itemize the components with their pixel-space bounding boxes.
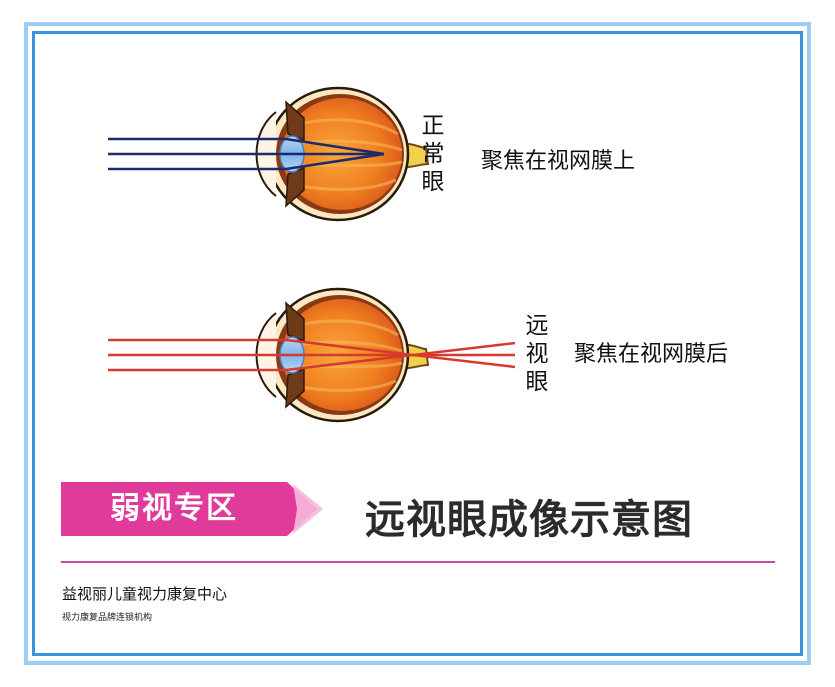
farsighted-eye-rays (108, 338, 516, 372)
farsighted-eye-figure (108, 287, 516, 423)
inner-frame (32, 31, 803, 656)
eye-diagram: 正常眼 聚焦在视网膜上 远视眼 聚焦在视网膜后 (108, 86, 729, 423)
normal-ray-bottom-inside (285, 152, 385, 171)
far-ray-bottom-inside (285, 341, 516, 372)
normal-ray-top-inside (285, 137, 385, 156)
banner-shape (61, 482, 323, 536)
far-ray-top-inside (285, 338, 516, 369)
normal-eye-label: 正常眼 (421, 113, 445, 195)
normal-eye-description: 聚焦在视网膜上 (481, 149, 636, 174)
section-banner: 弱视专区 (61, 482, 323, 536)
page-title: 远视眼成像示意图 (365, 497, 693, 543)
farsighted-eye-description: 聚焦在视网膜后 (574, 342, 729, 367)
farsighted-eye-label: 远视眼 (525, 313, 549, 395)
banner-label: 弱视专区 (110, 491, 238, 526)
divider-line (61, 561, 775, 563)
organization-name: 益视丽儿童视力康复中心 (62, 585, 228, 603)
normal-eye-figure (108, 86, 430, 222)
normal-eye-rays (108, 137, 385, 171)
eye-diagram-svg (108, 86, 516, 423)
organization-subtitle: 视力康复品牌连锁机构 (62, 613, 153, 623)
